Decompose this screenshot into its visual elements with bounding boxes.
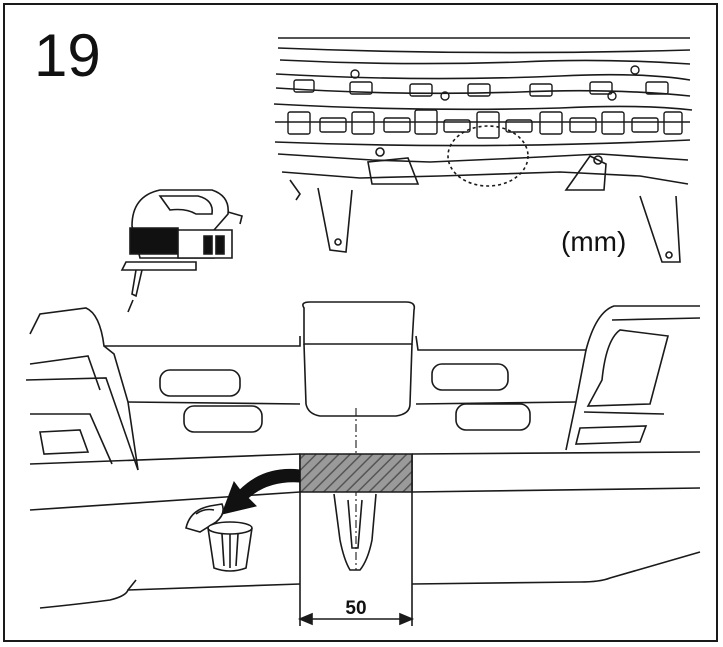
clip-row: [288, 66, 682, 138]
trash-bin-icon: [186, 504, 252, 571]
bumper-front-view: [26, 302, 700, 626]
jigsaw-icon: [122, 190, 242, 312]
figure-frame: [3, 3, 718, 642]
dimension-line: [300, 614, 412, 624]
cut-zone-marker: [448, 126, 528, 186]
unit-label: (mm): [561, 226, 627, 257]
step-number: 19: [34, 22, 101, 89]
removal-arrow-icon: [222, 469, 300, 514]
inset-bumper-underside: [274, 38, 692, 262]
cut-section-hatched: [300, 454, 412, 492]
cut-width-label: 50: [345, 598, 367, 619]
